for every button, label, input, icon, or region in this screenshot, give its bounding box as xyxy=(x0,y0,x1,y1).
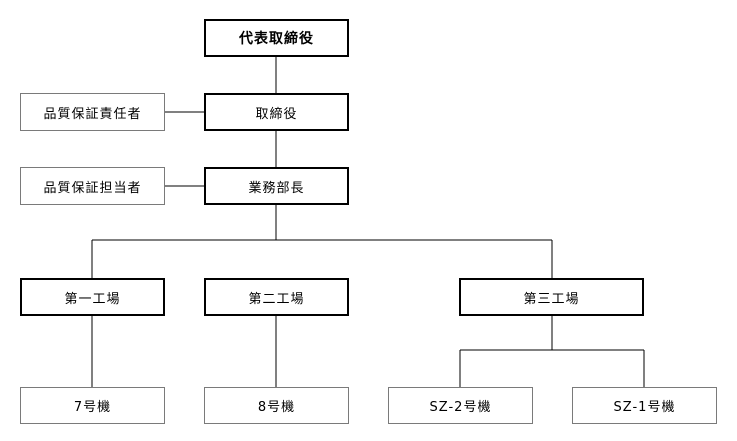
ceo-box: 代表取締役 xyxy=(204,19,349,57)
factory2-box: 第二工場 xyxy=(204,278,349,316)
qa-staff-box: 品質保証担当者 xyxy=(20,167,165,205)
ops-manager-box: 業務部長 xyxy=(204,167,349,205)
machine-sz1-box: SZ-1号機 xyxy=(572,387,717,424)
factory1-box: 第一工場 xyxy=(20,278,165,316)
factory3-box: 第三工場 xyxy=(459,278,644,316)
director-box: 取締役 xyxy=(204,93,349,131)
machine-sz2-box: SZ-2号機 xyxy=(388,387,533,424)
qa-manager-box: 品質保証責任者 xyxy=(20,93,165,131)
machine8-box: 8号機 xyxy=(204,387,349,424)
machine7-box: 7号機 xyxy=(20,387,165,424)
